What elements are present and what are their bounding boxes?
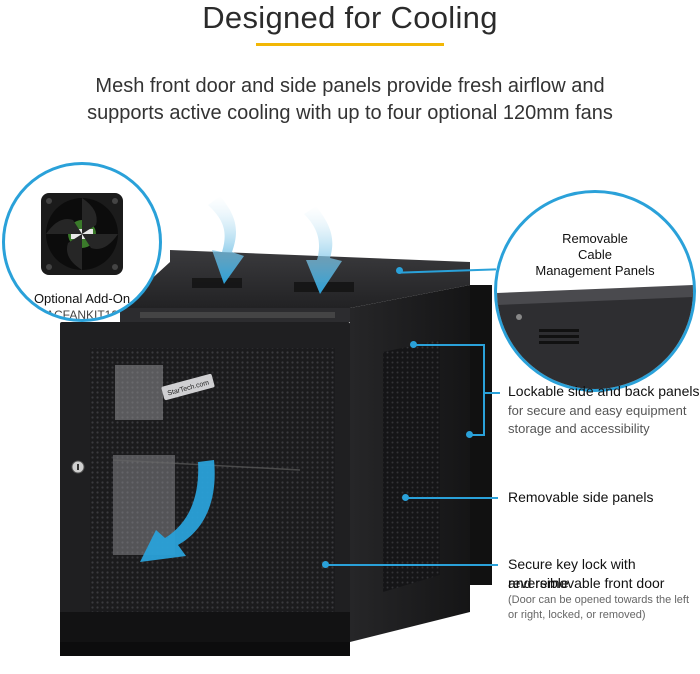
page-title: Designed for Cooling	[202, 0, 498, 35]
feature-lockable-sub-2: storage and accessibility	[508, 421, 650, 436]
feature-key-lock-heading-2: and removable front door	[508, 575, 665, 591]
feature-lockable-heading: Lockable side and back panels	[508, 383, 700, 399]
feature-key-lock-note-2: or right, locked, or removed)	[508, 609, 646, 621]
airflow-arrow-right	[304, 206, 342, 294]
cable-callout-line-1: Removable	[562, 231, 628, 246]
removable-side-line	[406, 497, 498, 499]
subtitle-line-2: supports active cooling with up to four …	[87, 102, 613, 124]
subtitle-line-1: Mesh front door and side panels provide …	[95, 75, 605, 97]
feature-removable-side-heading: Removable side panels	[508, 489, 654, 505]
cable-callout-line-3: Management Panels	[535, 263, 655, 278]
fan-callout-model: ACFANKIT12	[45, 308, 119, 322]
feature-key-lock-note-1: (Door can be opened towards the left	[508, 594, 690, 606]
airflow-arrow-left	[208, 196, 244, 284]
fan-callout-label: Optional Add-On	[33, 291, 131, 306]
cable-management-callout: Removable Cable Management Panels	[494, 190, 696, 392]
cable-panel-detail	[497, 285, 693, 389]
fan-icon	[41, 193, 123, 275]
title-underline	[256, 43, 444, 46]
lockable-dot-bottom	[466, 431, 473, 438]
cable-connector-dot	[396, 267, 403, 274]
lockable-line-vertical	[483, 344, 485, 436]
airflow-arrow-front	[140, 460, 215, 562]
key-lock-dot	[322, 561, 329, 568]
page-subtitle: Mesh front door and side panels provide …	[40, 73, 660, 127]
feature-lockable-sub-1: for secure and easy equipment	[508, 403, 687, 418]
lockable-line-top	[414, 344, 484, 346]
key-lock-line	[326, 564, 498, 566]
cable-callout-text: Removable Cable Management Panels	[497, 231, 693, 279]
feature-key-lock-heading-1: Secure key lock with reversible	[508, 556, 636, 591]
cabinet-top	[120, 250, 470, 308]
lockable-dot-top	[410, 341, 417, 348]
fan-callout-text: Optional Add-On ACFANKIT12	[5, 291, 159, 322]
fan-callout: Optional Add-On ACFANKIT12	[2, 162, 162, 322]
lockable-line-bottom	[470, 434, 485, 436]
cable-callout-line-2: Cable	[578, 247, 612, 262]
removable-side-dot	[402, 494, 409, 501]
lockable-line-out	[485, 392, 500, 394]
